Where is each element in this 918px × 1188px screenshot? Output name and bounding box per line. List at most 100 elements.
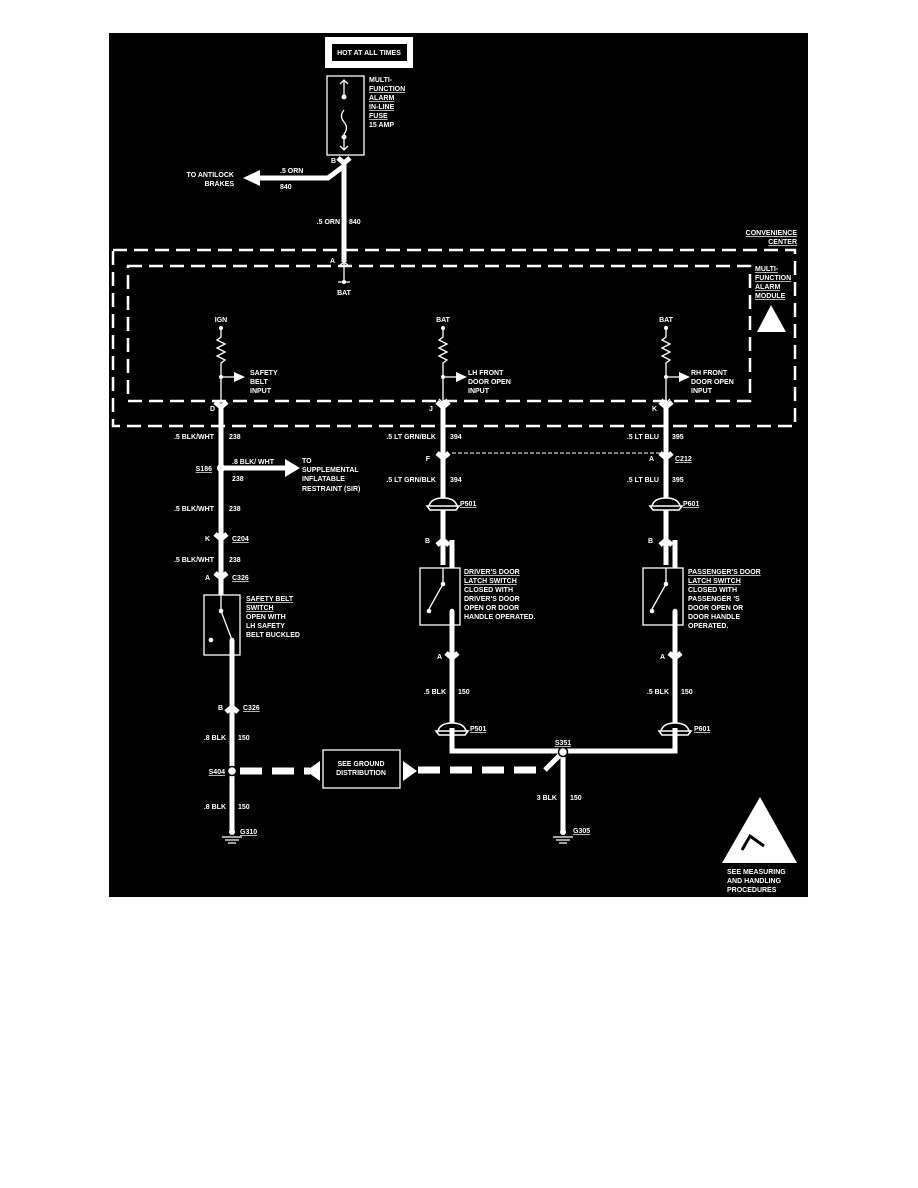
svg-text:LH FRONT: LH FRONT	[468, 370, 504, 377]
svg-text:HANDLE OPERATED.: HANDLE OPERATED.	[464, 614, 535, 621]
ground-distribution-box	[322, 749, 401, 789]
svg-text:K: K	[652, 406, 657, 413]
svg-text:238: 238	[229, 434, 241, 441]
splice-s404	[226, 765, 238, 777]
wire-label: .5 ORN	[317, 219, 340, 226]
g305-label: G305	[573, 828, 590, 835]
supply-node	[664, 326, 668, 330]
svg-text:B: B	[425, 538, 430, 545]
module-label: MULTI- FUNCTION ALARM MODULE	[755, 266, 791, 300]
svg-text:B: B	[218, 705, 223, 712]
arrow-sir	[285, 459, 300, 477]
svg-text:.5 BLK/WHT: .5 BLK/WHT	[174, 557, 215, 564]
svg-text:A: A	[660, 654, 665, 661]
module-pin	[438, 398, 448, 404]
svg-text:INPUT: INPUT	[250, 388, 272, 395]
wire-label: .5 ORN	[280, 168, 303, 175]
switch-contact	[426, 608, 432, 614]
ground-distribution-label: DISTRIBUTION	[336, 770, 386, 777]
hot-at-all-times-box: HOT AT ALL TIMES	[325, 37, 413, 68]
svg-text:INPUT: INPUT	[468, 388, 490, 395]
svg-text:.5 LT GRN/BLK: .5 LT GRN/BLK	[386, 477, 436, 484]
svg-text:CLOSED WITH: CLOSED WITH	[464, 587, 513, 594]
svg-text:395: 395	[672, 434, 684, 441]
svg-text:BAT: BAT	[659, 317, 674, 324]
switch-contact	[649, 608, 655, 614]
svg-text:D: D	[210, 406, 215, 413]
svg-text:K: K	[205, 536, 210, 543]
svg-text:BELT BUCKLED: BELT BUCKLED	[246, 632, 300, 639]
ground-symbol-g305-icon	[553, 829, 573, 844]
svg-text:238: 238	[232, 476, 244, 483]
antilock-label: BRAKES	[204, 181, 234, 188]
svg-text:394: 394	[450, 434, 462, 441]
svg-text:P601: P601	[683, 501, 699, 508]
module-connector	[213, 400, 229, 411]
svg-text:J: J	[429, 406, 433, 413]
connector-c326-b	[224, 703, 240, 714]
input-node	[219, 375, 223, 379]
plug-connector	[425, 497, 461, 511]
switch-contact	[208, 637, 214, 643]
convenience-center-boundary	[111, 248, 797, 428]
svg-text:238: 238	[229, 557, 241, 564]
module-connector	[658, 400, 674, 411]
svg-text:CLOSED WITH: CLOSED WITH	[688, 587, 737, 594]
svg-text:C326: C326	[232, 575, 249, 582]
svg-text:P501: P501	[470, 726, 486, 733]
svg-text:RESTRAINT (SIR): RESTRAINT (SIR)	[302, 486, 360, 493]
svg-text:SAFETY BELT: SAFETY BELT	[246, 596, 294, 603]
svg-text:PASSENGER'S DOOR: PASSENGER'S DOOR	[688, 569, 761, 576]
arrow-right	[403, 761, 417, 781]
svg-text:ALARM: ALARM	[755, 284, 780, 291]
svg-text:LATCH SWITCH: LATCH SWITCH	[688, 578, 741, 585]
arrow-left	[306, 761, 320, 781]
svg-text:A: A	[437, 654, 442, 661]
svg-text:IGN: IGN	[215, 317, 227, 324]
svg-text:150: 150	[681, 689, 693, 696]
svg-text:BELT: BELT	[250, 379, 268, 386]
svg-text:OPEN OR DOOR: OPEN OR DOOR	[464, 605, 519, 612]
svg-text:TO: TO	[302, 458, 312, 465]
svg-text:.8 BLK: .8 BLK	[204, 735, 226, 742]
svg-text:SUPPLEMENTAL: SUPPLEMENTAL	[302, 467, 359, 474]
switch-contact	[218, 608, 224, 614]
svg-text:DOOR HANDLE: DOOR HANDLE	[688, 614, 740, 621]
supply-node	[219, 326, 223, 330]
input-node	[664, 375, 668, 379]
svg-text:G310: G310	[240, 829, 257, 836]
svg-text:B: B	[648, 538, 653, 545]
svg-text:F: F	[426, 456, 431, 463]
convenience-center-label: CENTER	[768, 239, 797, 246]
input-arrow-icon	[456, 372, 467, 382]
svg-text:S404: S404	[209, 769, 225, 776]
svg-text:RH FRONT: RH FRONT	[691, 370, 728, 377]
inline-connector	[658, 451, 674, 462]
svg-text:HOT AT ALL TIMES: HOT AT ALL TIMES	[337, 50, 401, 57]
svg-text:.5 LT BLU: .5 LT BLU	[627, 434, 659, 441]
resistor-icon	[215, 328, 227, 403]
svg-text:OPEN WITH: OPEN WITH	[246, 614, 286, 621]
svg-text:FUNCTION: FUNCTION	[755, 275, 791, 282]
inline-fuse	[326, 75, 365, 156]
switch-connector-top	[435, 536, 451, 547]
svg-text:.5 BLK: .5 BLK	[647, 689, 669, 696]
bat-label: BAT	[337, 290, 352, 297]
svg-text:.8 BLK: .8 BLK	[204, 804, 226, 811]
circuit-label: 840	[349, 219, 361, 226]
svg-text:DRIVER'S DOOR: DRIVER'S DOOR	[464, 596, 520, 603]
svg-text:C204: C204	[232, 536, 249, 543]
svg-text:15 AMP: 15 AMP	[369, 122, 394, 129]
switch-box	[203, 594, 241, 656]
wire-label: 3 BLK	[537, 795, 557, 802]
svg-text:P601: P601	[694, 726, 710, 733]
svg-text:C326: C326	[243, 705, 260, 712]
svg-text:395: 395	[672, 477, 684, 484]
svg-text:FUSE: FUSE	[369, 113, 388, 120]
svg-text:MULTI-: MULTI-	[755, 266, 779, 273]
input-arrow-icon	[234, 372, 245, 382]
svg-text:OPERATED.: OPERATED.	[688, 623, 728, 630]
module-connector	[435, 400, 451, 411]
